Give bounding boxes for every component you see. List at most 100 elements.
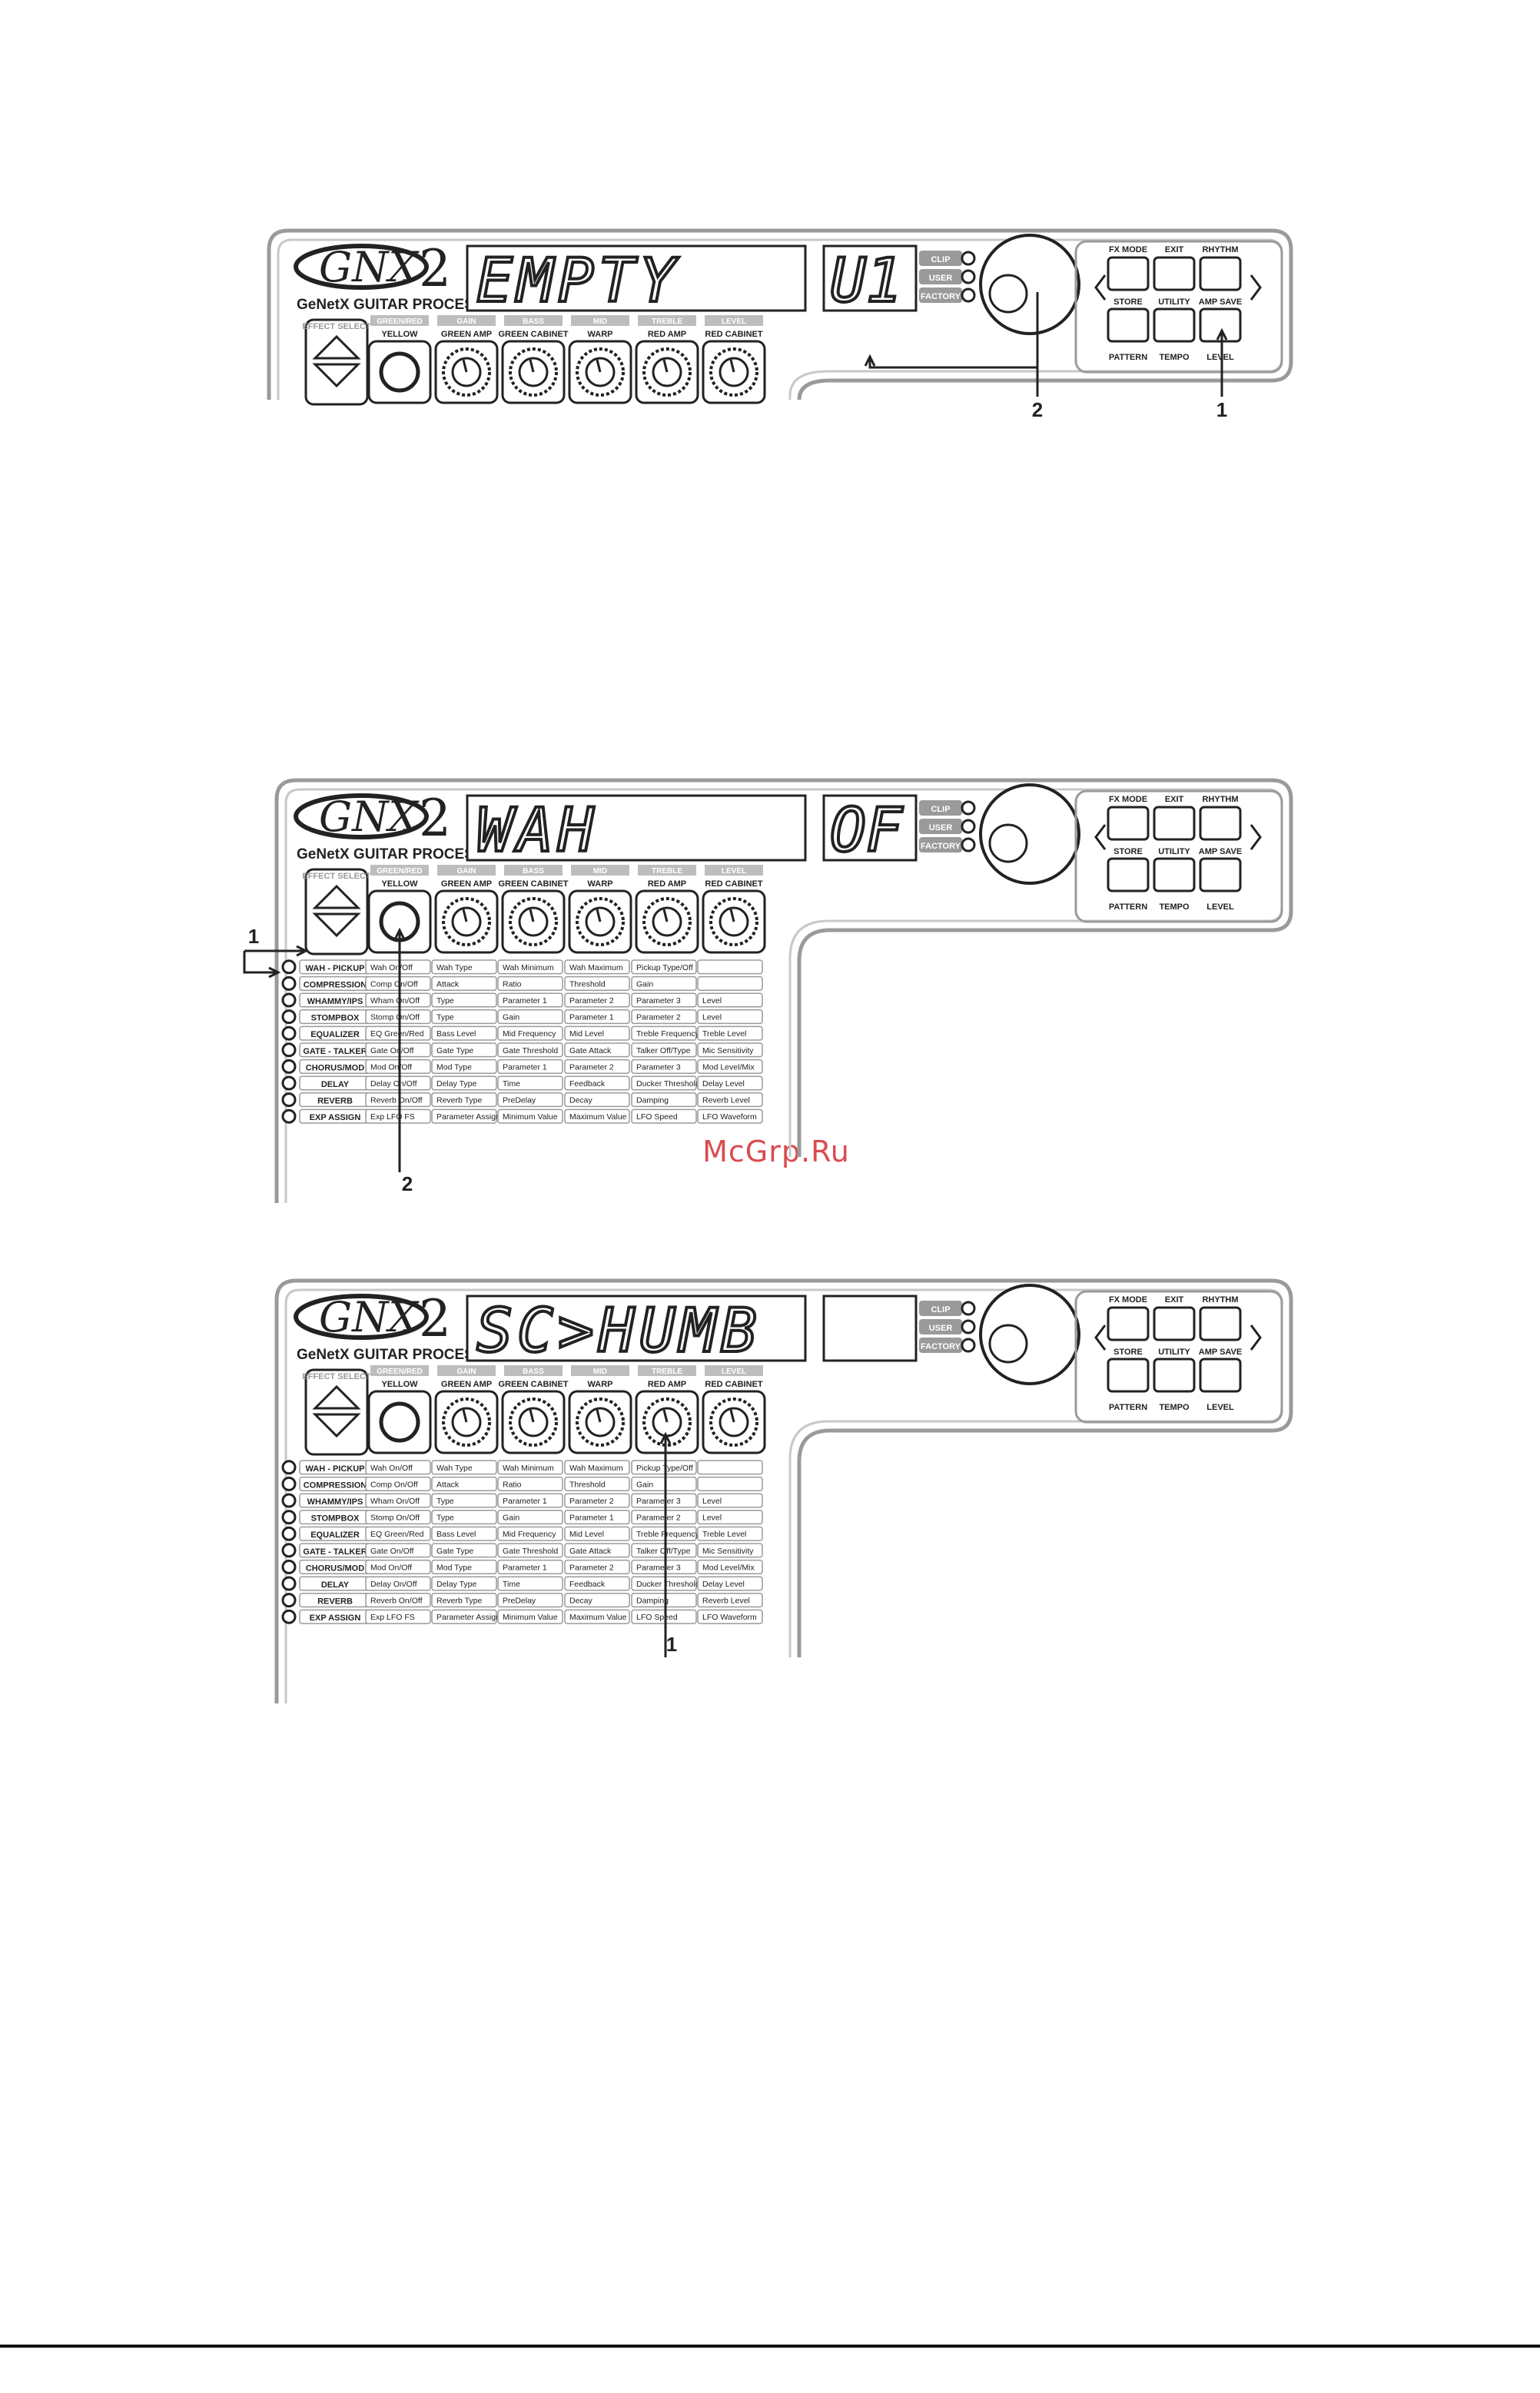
matrix-cell: EQ Green/Red [370,1029,424,1039]
matrix-cell: Gate Threshold [503,1547,558,1556]
hw-button-top [1107,256,1150,291]
matrix-row-label: STOMPBOX [311,1014,360,1023]
effect-select-button [304,868,369,956]
matrix-cell-box [564,1075,630,1091]
matrix-row-label: GATE - TALKER [303,1047,367,1056]
matrix-cell: Gate Threshold [503,1046,558,1055]
knob-top-band [638,1365,696,1376]
matrix-row-label: DELAY [321,1080,350,1089]
matrix-cell-box [564,1559,630,1574]
matrix-cell-box [497,1493,563,1508]
left-arrow-icon [1094,824,1107,850]
matrix-cell: Damping [636,1597,669,1606]
matrix-row-label: DELAY [321,1580,350,1590]
led-clip [961,1301,976,1316]
matrix-cell-box [365,1576,431,1591]
matrix-cell-box [365,1009,431,1025]
callout-arrowhead [659,1431,672,1444]
led-text: USER [929,823,953,833]
knob-top-label: GREEN/RED [377,867,422,876]
button-top-label: RHYTHM [1202,245,1238,254]
knob-top-band [705,315,763,326]
matrix-cell: Parameter 2 [569,1062,614,1072]
knob-bottom-label: WARP [588,879,613,889]
small-display [822,794,918,862]
matrix-cell: Level [702,1013,722,1022]
knob-top-label: TREBLE [652,1368,682,1376]
matrix-row-label: EXP ASSIGN [310,1113,361,1122]
button-bottom-label: UTILITY [1158,297,1190,307]
led-user [961,1319,976,1334]
matrix-cell: Level [702,996,722,1005]
matrix-cell: Time [503,1079,520,1088]
matrix-cell: Type [436,996,454,1005]
button-sub-label: LEVEL [1206,902,1234,912]
matrix-led [281,1576,297,1591]
knob-pointer [596,1409,602,1423]
small-display-text: U1 [830,247,902,316]
knob-top-label: GAIN [457,1368,476,1376]
knob-bottom-label: YELLOW [381,330,418,339]
matrix-cell: Bass Level [436,1029,476,1039]
led-label-clip [919,251,962,266]
matrix-cell: Attack [436,979,460,989]
matrix-cell-box [697,1075,763,1091]
button-top-label: RHYTHM [1202,795,1238,804]
matrix-cell: Parameter 1 [503,1563,547,1572]
matrix-led [281,959,297,975]
matrix-cell-box [497,1009,563,1025]
up-arrow-icon [312,334,361,360]
callout-arrowhead [1216,327,1228,341]
callout-arrowhead [296,945,309,957]
matrix-cell-box [631,1460,697,1475]
matrix-cell-box [631,1609,697,1624]
matrix-row-label: CHORUS/MOD [306,1063,364,1072]
matrix-cell: Type [436,1497,454,1506]
hw-button-top [1153,1306,1196,1341]
matrix-cell: Mod On/Off [370,1563,412,1572]
watermark: McGrp.Ru [702,1135,850,1168]
matrix-cell-box [631,1025,697,1041]
knob-pointer [596,359,602,373]
matrix-cell-box [631,1009,697,1025]
button-sub-label: LEVEL [1206,353,1234,362]
main-display-text: SC>HUMB [476,1297,762,1366]
matrix-row-label: STOMPBOX [311,1514,360,1524]
matrix-led [281,1609,297,1624]
matrix-cell: Stomp On/Off [370,1514,420,1523]
knob-top-band [705,865,763,876]
led-factory [961,1338,976,1353]
matrix-cell-box [697,1460,763,1475]
matrix-cell: Delay Type [436,1580,476,1589]
matrix-cell-box [431,1593,497,1608]
knob-top-label: MID [593,317,607,326]
button-top-label: FX MODE [1109,1295,1147,1305]
knob-top-label: MID [593,867,607,876]
knob-top-label: LEVEL [722,317,746,326]
matrix-cell-box [631,1059,697,1074]
knob-top-label: BASS [523,867,544,876]
matrix-cell-box [365,1543,431,1558]
callout-number: 1 [1216,398,1227,421]
knob-bottom-label: GREEN AMP [441,330,492,339]
matrix-cell-box [497,1042,563,1058]
matrix-cell: Mid Frequency [503,1029,556,1039]
matrix-cell: Gain [503,1514,519,1523]
footswitch [379,1401,420,1443]
matrix-cell-box [431,1108,497,1124]
footswitch [379,351,420,393]
logo-subtitle: GeNetX GUITAR PROCESSOR [297,1347,506,1363]
knob-top-band [504,1365,563,1376]
button-sub-label: PATTERN [1109,902,1147,912]
matrix-cell-box [431,1576,497,1591]
matrix-cell: Ratio [503,979,522,989]
knob-top-label: LEVEL [722,1368,746,1376]
matrix-cell: Wah Maximum [569,1464,623,1473]
effect-select-label: EFFECT SELECT [302,322,371,331]
matrix-cell-box [365,1042,431,1058]
matrix-cell: Maximum Value [569,1613,627,1622]
matrix-cell-box [697,1092,763,1108]
hw-button-top [1199,256,1242,291]
matrix-led [281,1092,297,1108]
